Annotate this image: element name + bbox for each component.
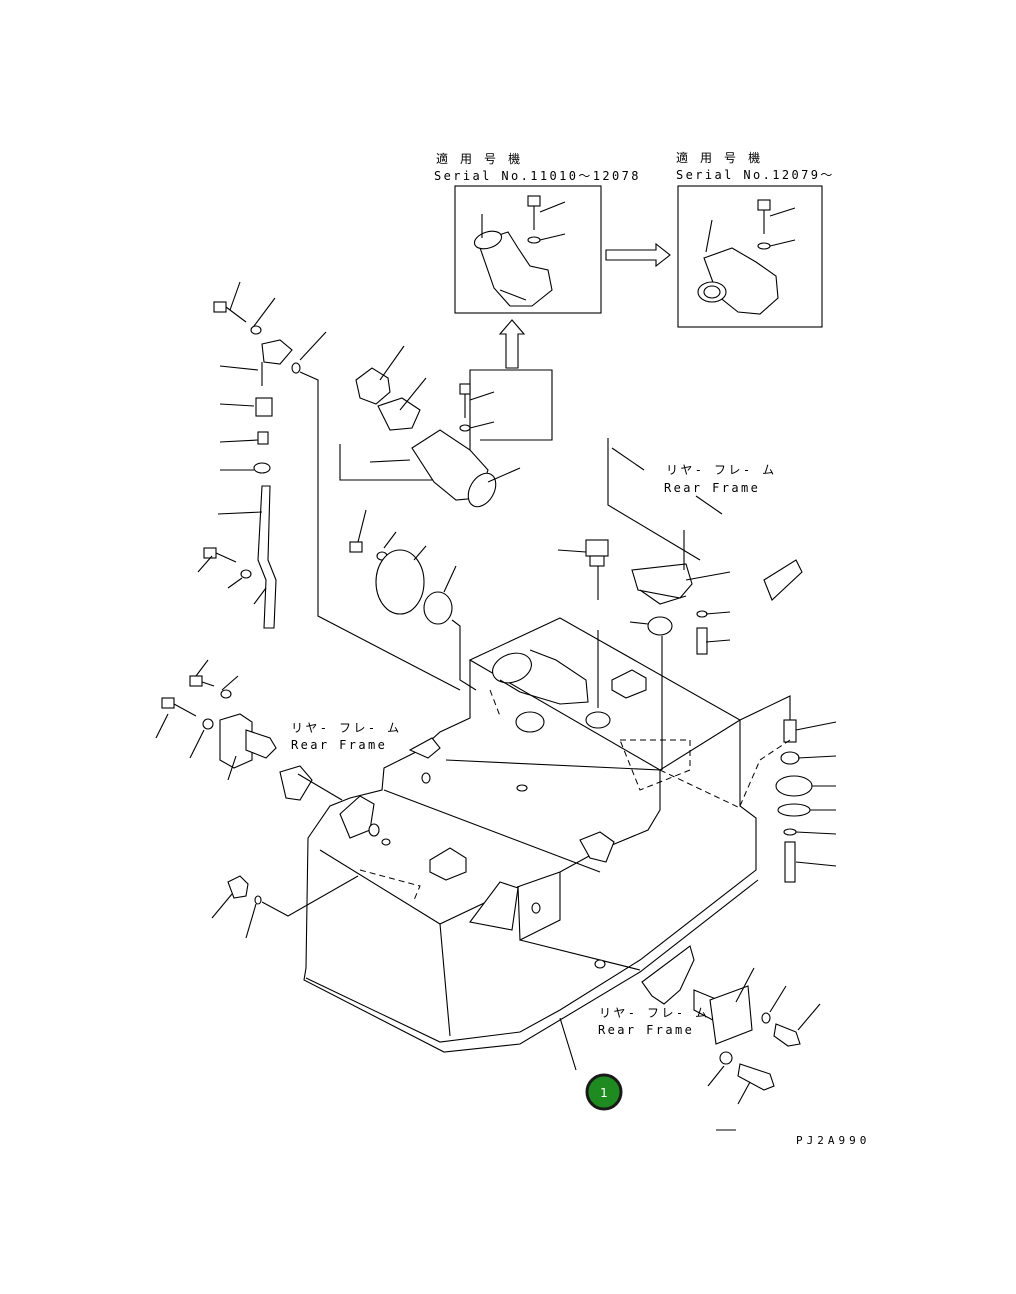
inset-right-serial: Serial No.12079～ (676, 168, 835, 182)
callout-badge[interactable] (585, 1073, 623, 1111)
drawing-code: PJ2A990 (796, 1134, 870, 1147)
up-arrow-icon (498, 319, 526, 369)
rear-frame-label-en: Rear Frame (664, 481, 760, 495)
rear-frame-label-en: Rear Frame (598, 1023, 694, 1037)
inset-right-heading: 適 用 号 機 (676, 150, 762, 165)
rear-mount-group (607, 438, 803, 770)
rear-frame-label-1: リヤ- フレ- ム Rear Frame (664, 463, 777, 495)
inset-left-heading: 適 用 号 機 (436, 151, 522, 166)
rear-frame-label-jp: リヤ- フレ- ム (291, 721, 402, 735)
tank-cap (557, 539, 609, 708)
inset-right: 適 用 号 機 Serial No.12079～ (676, 150, 835, 328)
left-bracket-group (155, 659, 343, 801)
rear-frame-label-en: Rear Frame (291, 738, 387, 752)
drain-rod-group (197, 281, 461, 691)
filler-neck-group (339, 345, 553, 508)
isolator-stack (739, 695, 837, 883)
part-callout-1[interactable]: 1 (585, 1073, 623, 1111)
callout-number: 1 (600, 1086, 608, 1100)
rear-frame-label-jp: リヤ- フレ- ム (666, 463, 777, 477)
inset-left: 適 用 号 機 Serial No.11010～12078 (434, 151, 641, 314)
rear-frame-label-jp: リヤ- フレ- ム (599, 1006, 710, 1020)
drain-plug-group (211, 875, 359, 939)
tank-leader (559, 1017, 577, 1071)
right-arrow-icon (605, 242, 671, 268)
inset-left-serial: Serial No.11010～12078 (434, 169, 641, 183)
rear-frame-label-2: リヤ- フレ- ム Rear Frame (291, 721, 402, 752)
cover-plate-group (349, 509, 477, 691)
rear-frame-label-3: リヤ- フレ- ム Rear Frame (598, 1006, 710, 1037)
fuel-tank (303, 617, 759, 1053)
lower-right-bracket-group (641, 945, 821, 1131)
